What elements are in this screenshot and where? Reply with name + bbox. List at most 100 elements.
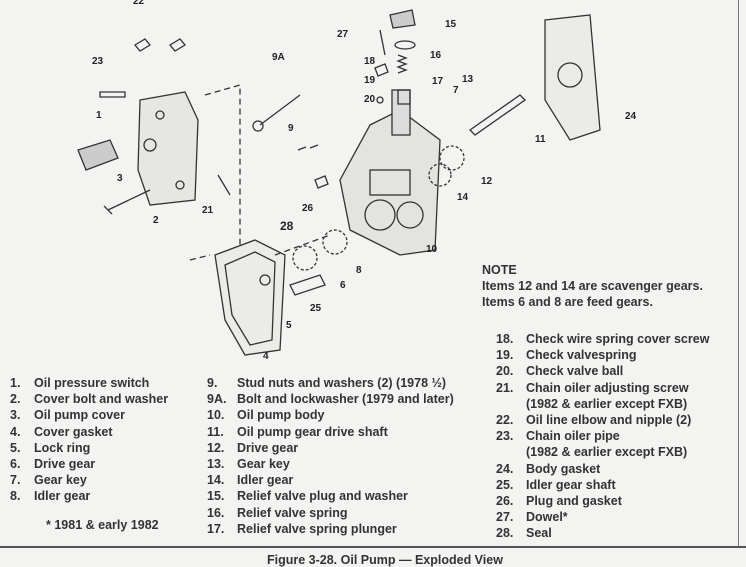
lock-ring [259, 274, 271, 286]
legend-item-number: 2. [10, 392, 21, 407]
legend-item-text: Stud nuts and washers (2) (1978 ½) [237, 376, 447, 390]
body-gasket [544, 14, 601, 141]
legend-item-number: 19. [496, 348, 514, 363]
legend-item-number: 5. [10, 440, 21, 455]
legend-item-number: 15. [207, 489, 225, 504]
legend-item: 11.Oil pump gear drive shaft [207, 424, 454, 440]
legend-item-text: Oil pump cover [34, 408, 125, 423]
adjusting-screw [217, 174, 231, 196]
legend-column-2: 9. Stud nuts and washers (2) (1978 ½) 9A. B… [207, 375, 454, 537]
check-valve-screw [374, 63, 389, 77]
drive-gear-12 [439, 145, 465, 171]
legend-footnote: * 1981 & early 1982 [46, 518, 159, 532]
relief-valve-plug [389, 9, 416, 29]
legend-item: 9. Stud nuts and washers (2) (1978 ½) [207, 375, 454, 391]
legend-item: 3.Oil pump cover [10, 407, 168, 423]
note-line: Items 12 and 14 are scavenger gears. [482, 279, 703, 294]
legend-item: 19.Check valvespring [496, 347, 709, 363]
callout-24: 24 [625, 111, 637, 122]
legend-item: 16.Relief valve spring [207, 505, 454, 521]
note-line: Items 6 and 8 are feed gears. [482, 295, 653, 310]
callout-18: 18 [364, 56, 376, 67]
callout-14: 14 [457, 192, 469, 203]
legend-item-text: Idler gear [237, 473, 294, 488]
legend-item: 5. Lock ring [10, 440, 168, 456]
legend-item: 2. Cover bolt and washer [10, 391, 168, 407]
callout-15: 15 [445, 19, 457, 30]
legend-item-number: 21. [496, 380, 514, 395]
idler-gear-shaft [289, 274, 326, 296]
legend-item-number: 12. [207, 440, 225, 455]
legend-item-text: Cover gasket [34, 424, 113, 439]
bolt-9a [259, 94, 301, 126]
legend-item-number: 27. [496, 510, 514, 525]
cover-bolt [103, 189, 151, 215]
callout-20: 20 [364, 94, 376, 105]
legend-item: 7.Gear key [10, 472, 168, 488]
legend-item-text: Lock ring [34, 440, 91, 455]
callout-4: 4 [263, 351, 269, 362]
callout-13: 13 [462, 74, 474, 85]
legend-item-number: 9. [207, 376, 218, 390]
callout-12: 12 [481, 176, 493, 187]
oil-pressure-switch [77, 139, 119, 171]
legend-item: (1982 & earlier except FXB) [496, 444, 709, 460]
legend-item-text: Oil pump gear drive shaft [237, 424, 388, 439]
legend-item-number: 24. [496, 461, 514, 476]
legend-item-number: 17. [207, 521, 225, 536]
legend-item-text: Bolt and lockwasher (1979 and later) [237, 392, 454, 407]
callout-26: 26 [302, 203, 314, 214]
legend-item-number: 26. [496, 493, 514, 508]
legend-item-text: Oil pump body [237, 408, 325, 423]
callout-16: 16 [430, 50, 442, 61]
stud-nuts [297, 144, 319, 151]
callout-25: 25 [310, 303, 322, 314]
legend-item-text: Oil pressure switch [34, 376, 150, 390]
legend-item-text: Drive gear [237, 440, 299, 455]
drive-shaft [468, 94, 527, 136]
legend-item-text: (1982 & earlier except FXB) [526, 396, 688, 411]
drive-gear-6 [292, 245, 318, 271]
note-title: NOTE [482, 263, 517, 277]
legend-item-number: 9A. [207, 392, 227, 407]
legend-item-text: Chain oiler adjusting screw [526, 380, 689, 395]
legend-item: 25. Idler gear shaft [496, 477, 709, 493]
legend-item: 23.Chain oiler pipe [496, 428, 709, 444]
legend-item-number: 16. [207, 505, 225, 520]
legend-item-text: Relief valve spring plunger [237, 521, 397, 536]
callout-11: 11 [535, 134, 546, 145]
legend-item-text: Plug and gasket [526, 493, 622, 508]
legend-item-number: 25. [496, 477, 514, 492]
legend-item-text: Dowel* [526, 510, 568, 525]
legend-item-text: Chain oiler pipe [526, 429, 620, 444]
legend-item: 13.Gear key [207, 456, 454, 472]
legend-item-number: 22. [496, 412, 514, 427]
legend-item: 6.Drive gear [10, 456, 168, 472]
legend-item: 28.Seal [496, 525, 709, 541]
legend-item: 17. Relief valve spring plunger [207, 521, 454, 537]
legend-item-number: 13. [207, 456, 225, 471]
legend-item: 10.Oil pump body [207, 407, 454, 423]
legend-item-number: 4. [10, 424, 21, 439]
legend-item: 18.Check wire spring cover screw [496, 331, 709, 347]
exploded-view-drawing [77, 9, 601, 356]
callout-17: 17 [432, 76, 444, 87]
legend-item-number: 28. [496, 526, 514, 541]
callout-9: 9 [288, 123, 294, 134]
legend-item: 14.Idler gear [207, 472, 454, 488]
legend-item-text: Idler gear shaft [526, 477, 616, 492]
chain-oiler-pipe [99, 91, 126, 98]
legend-item-text: Relief valve plug and washer [237, 489, 408, 504]
legend-item-text: Drive gear [34, 456, 96, 471]
legend-item-text: Body gasket [526, 461, 601, 476]
legend-item: 26. Plug and gasket [496, 493, 709, 509]
legend-item-number: 7. [10, 473, 21, 488]
legend-item-text: Cover bolt and washer [34, 392, 169, 407]
cover-gasket [214, 239, 286, 356]
plug-gasket [314, 175, 329, 189]
legend-item: 12. Drive gear [207, 440, 454, 456]
callout-7: 7 [453, 85, 459, 96]
legend-item-number: 18. [496, 332, 514, 346]
callout-9a: 9A [272, 52, 285, 63]
legend-item-number: 20. [496, 364, 514, 379]
